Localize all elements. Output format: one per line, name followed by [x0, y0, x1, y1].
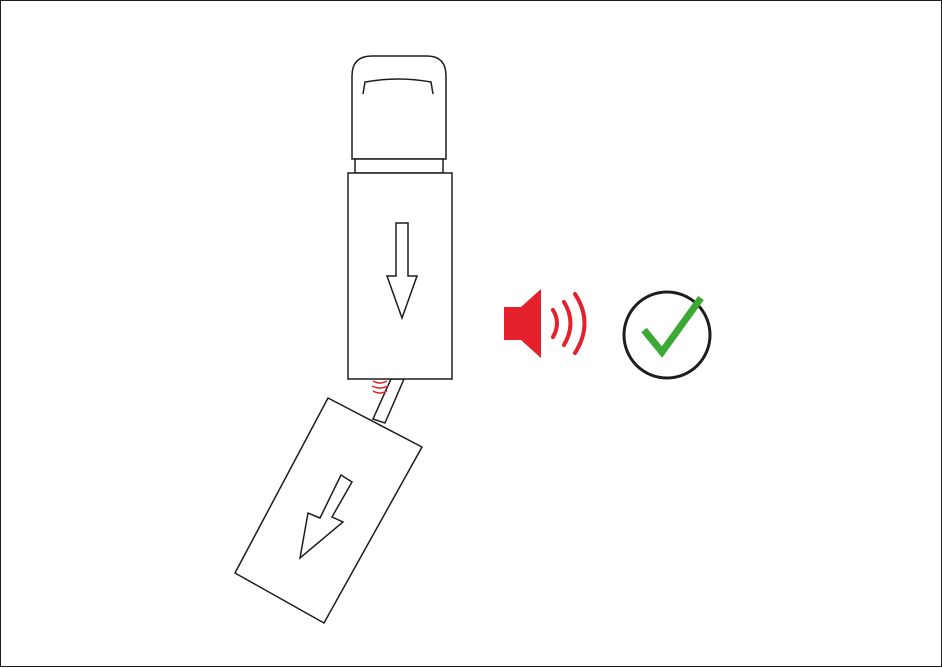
- signal-arcs-icon: [372, 381, 388, 393]
- speaker-group: [504, 289, 585, 358]
- tilted-card: [235, 398, 422, 623]
- device-body: [348, 173, 452, 379]
- upright-device: [348, 56, 452, 379]
- sound-waves-icon: [553, 294, 585, 353]
- cable: [373, 379, 404, 423]
- confirmation-group: [624, 292, 710, 378]
- device-neck: [355, 159, 443, 173]
- check-icon: [644, 298, 701, 352]
- speaker-icon: [504, 289, 541, 358]
- device-cap: [352, 56, 446, 159]
- lower-device: [235, 379, 422, 623]
